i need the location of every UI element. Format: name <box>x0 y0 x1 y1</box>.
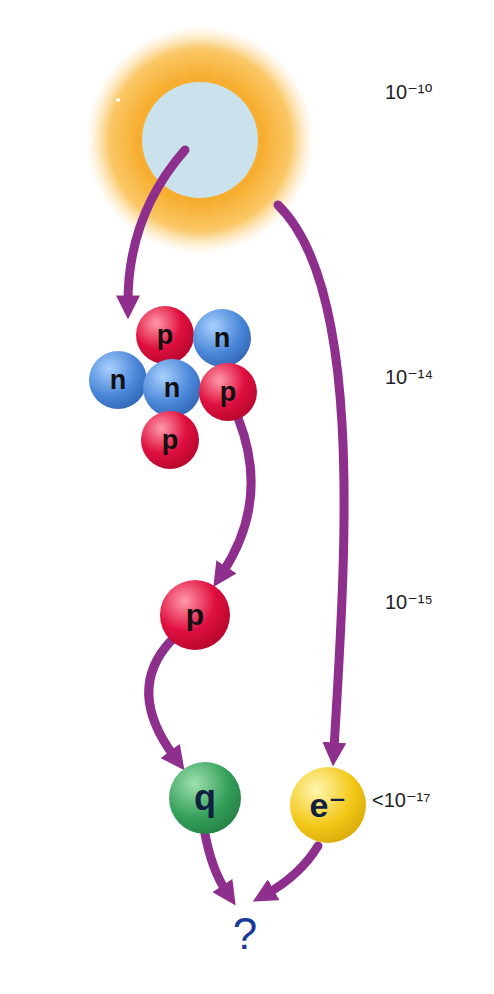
particle-symbol: p <box>157 322 174 349</box>
arrow <box>223 419 251 572</box>
particle-ball: p <box>160 580 230 650</box>
particle-ball: n <box>143 359 201 417</box>
arrow <box>268 846 318 893</box>
particle-symbol: q <box>194 780 216 816</box>
glint <box>116 98 120 102</box>
scale-label: <10⁻¹⁷ <box>372 790 430 810</box>
particle-ball: e⁻ <box>290 767 366 843</box>
particle-symbol: e⁻ <box>310 788 347 822</box>
particle-ball: p <box>199 363 257 421</box>
atom-cloud <box>86 26 314 254</box>
scale-label: 10⁻¹⁴ <box>385 367 433 387</box>
arrow <box>278 205 344 749</box>
arrow <box>205 834 226 891</box>
particle-symbol: p <box>220 379 237 406</box>
particle-symbol: n <box>110 367 127 394</box>
arrow <box>149 641 174 757</box>
scale-label: 10⁻¹⁵ <box>385 592 433 612</box>
question-mark: ? <box>233 912 257 956</box>
particle-ball: n <box>89 351 147 409</box>
particle-symbol: p <box>186 600 204 630</box>
particle-symbol: n <box>214 325 231 352</box>
scale-label: 10⁻¹⁰ <box>385 82 432 102</box>
particle-symbol: n <box>164 375 181 402</box>
particle-ball: q <box>169 762 241 834</box>
particle-ball: n <box>193 309 251 367</box>
particle-ball: p <box>141 411 199 469</box>
particle-ball: p <box>136 306 194 364</box>
particle-symbol: p <box>162 427 179 454</box>
arrow <box>128 150 185 302</box>
